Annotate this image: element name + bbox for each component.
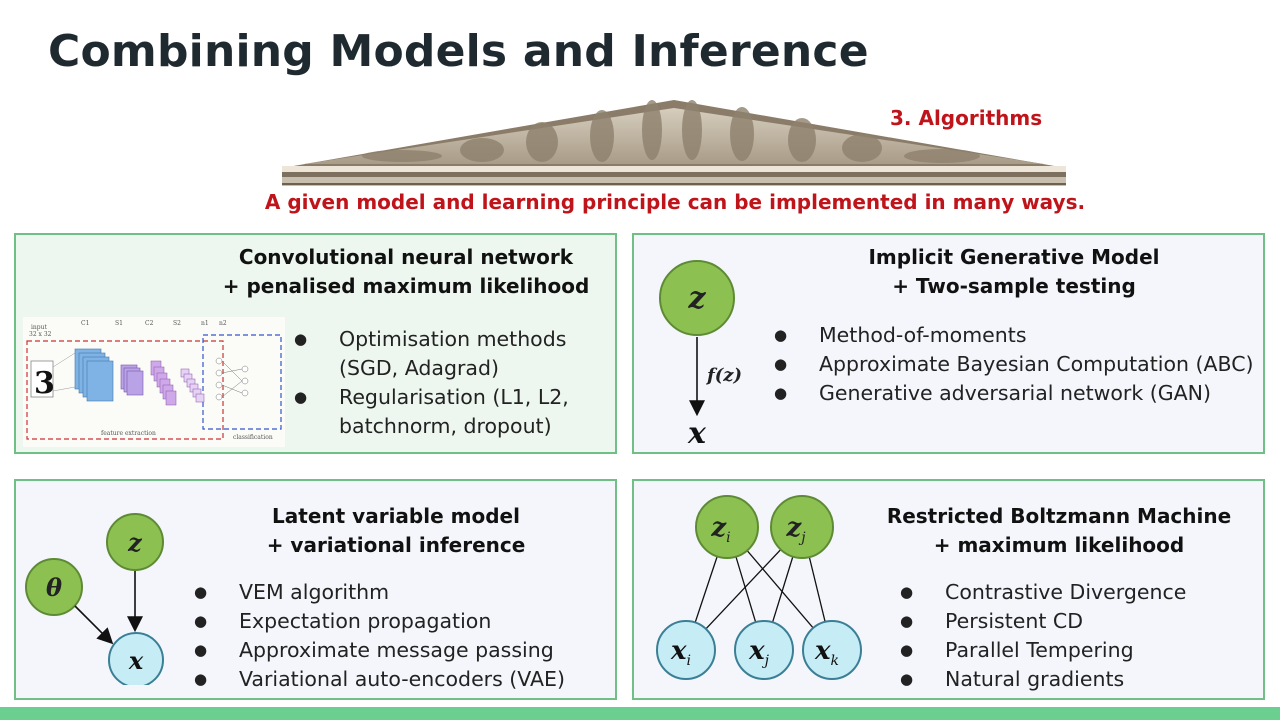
rbm-hidden-zi-base: z [710, 513, 727, 543]
panel-rbm: zi zj xi xj xk Restricted Boltzmann Mach… [632, 479, 1265, 700]
cnn-label-s1: S1 [115, 320, 123, 327]
rbm-visible-xk-label: xk [814, 636, 839, 669]
cnn-input-label: input [31, 324, 47, 331]
rbm-visible-xi-label: xi [670, 636, 691, 669]
rbm-hidden-node-zi [695, 495, 759, 559]
panel-cnn-title: Convolutional neural network + penalised… [206, 243, 606, 301]
panel-latent-variable-model: z θ x Latent variable model + variationa… [14, 479, 617, 700]
igm-node-z [659, 260, 735, 336]
rbm-visible-xj-label: xj [748, 636, 770, 669]
rbm-visible-xk-sub: k [831, 653, 839, 669]
cnn-bullet-item: Optimisation methods (SGD, Adagrad) [294, 325, 612, 383]
panel-cnn-title-line2: + penalised maximum likelihood [222, 274, 590, 298]
rbm-hidden-zi-label: zi [710, 513, 730, 546]
igm-bullet-item: Method-of-moments [774, 321, 1254, 350]
igm-node-x-label: x [687, 416, 707, 449]
rbm-visible-xi-sub: i [687, 653, 691, 669]
rbm-hidden-zj-base: z [785, 513, 802, 543]
rbm-visible-xi-base: x [670, 636, 687, 666]
igm-bullet-list: Method-of-moments Approximate Bayesian C… [774, 321, 1254, 408]
rbm-visible-node-xi [656, 620, 716, 680]
panel-igm-title-line2: + Two-sample testing [892, 274, 1136, 298]
cnn-bullet-item: Regularisation (L1, L2, batchnorm, dropo… [294, 383, 612, 441]
pediment-image [282, 100, 1066, 186]
rbm-hidden-zj-label: zj [785, 513, 806, 546]
cnn-label-s2: S2 [173, 320, 181, 327]
rbm-visible-xj-base: x [748, 636, 765, 666]
lvm-node-theta-label: θ [46, 573, 62, 602]
cnn-feature-extraction-label: feature extraction [101, 430, 156, 437]
lvm-bullet-item: VEM algorithm [194, 578, 614, 607]
cnn-top-labels: C1 S1 C2 S2 n1 n2 [81, 320, 227, 327]
igm-edge-label: f(z) [705, 365, 742, 386]
cnn-classification-label: classification [233, 434, 273, 441]
bottom-accent-bar [0, 707, 1280, 720]
rbm-hidden-zj-sub: j [798, 530, 806, 546]
slide-subtitle: A given model and learning principle can… [264, 190, 1086, 214]
igm-node-z-label: z [687, 281, 706, 316]
panel-rbm-title-line1: Restricted Boltzmann Machine [886, 504, 1232, 528]
panel-lvm-title-line2: + variational inference [266, 533, 526, 557]
cnn-label-n1: n1 [201, 320, 209, 327]
cnn-label-c1: C1 [81, 320, 89, 327]
lvm-bullet-item: Approximate message passing [194, 636, 614, 665]
lvm-node-z-label: z [127, 528, 143, 557]
rbm-bullet-list: Contrastive Divergence Persistent CD Par… [900, 578, 1260, 694]
panel-lvm-title-line1: Latent variable model [272, 504, 520, 528]
rbm-visible-xk-base: x [814, 636, 831, 666]
rbm-hidden-zi-sub: i [726, 530, 730, 546]
cnn-architecture-diagram: input 32 x 32 C1 S1 C2 S2 n1 n2 3 [23, 317, 285, 447]
rbm-diagram: zi zj xi xj xk [656, 495, 862, 680]
lvm-node-theta [25, 558, 83, 616]
cnn-bullet-list: Optimisation methods (SGD, Adagrad) Regu… [294, 325, 612, 441]
cnn-label-c2: C2 [145, 320, 154, 327]
igm-diagram: z f(z) x [659, 260, 742, 449]
rbm-hidden-node-zj [770, 495, 834, 559]
lvm-bullet-item: Variational auto-encoders (VAE) [194, 665, 614, 694]
cnn-digit: 3 [34, 366, 55, 401]
igm-bullet-item: Generative adversarial network (GAN) [774, 379, 1254, 408]
lvm-bullet-item: Expectation propagation [194, 607, 614, 636]
section-label: 3. Algorithms [890, 106, 1043, 130]
panel-cnn-title-line1: Convolutional neural network [238, 245, 574, 269]
panel-lvm-title: Latent variable model + variational infe… [196, 502, 596, 560]
rbm-bullet-item: Natural gradients [900, 665, 1260, 694]
rbm-bullet-item: Contrastive Divergence [900, 578, 1260, 607]
lvm-node-z [106, 513, 164, 571]
rbm-visible-node-xk [802, 620, 862, 680]
panel-implicit-generative-model: z f(z) x Implicit Generative Model + Two… [632, 233, 1265, 454]
rbm-visible-node-xj [734, 620, 794, 680]
cnn-input-size: 32 x 32 [29, 331, 52, 338]
lvm-bullet-list: VEM algorithm Expectation propagation Ap… [194, 578, 614, 694]
lvm-diagram: z θ x [25, 513, 164, 685]
lvm-node-x-label: x [128, 646, 144, 675]
slide-title: Combining Models and Inference [48, 26, 869, 77]
cnn-label-n2: n2 [219, 320, 227, 327]
igm-bullet-item: Approximate Bayesian Computation (ABC) [774, 350, 1254, 379]
rbm-bullet-item: Persistent CD [900, 607, 1260, 636]
panel-rbm-title-line2: + maximum likelihood [933, 533, 1185, 557]
lvm-node-x [108, 632, 164, 685]
rbm-bullet-item: Parallel Tempering [900, 636, 1260, 665]
panel-igm-title: Implicit Generative Model + Two-sample t… [814, 243, 1214, 301]
panel-rbm-title: Restricted Boltzmann Machine + maximum l… [864, 502, 1254, 560]
panel-igm-title-line1: Implicit Generative Model [868, 245, 1160, 269]
panel-cnn: Convolutional neural network + penalised… [14, 233, 617, 454]
rbm-visible-xj-sub: j [762, 653, 770, 669]
